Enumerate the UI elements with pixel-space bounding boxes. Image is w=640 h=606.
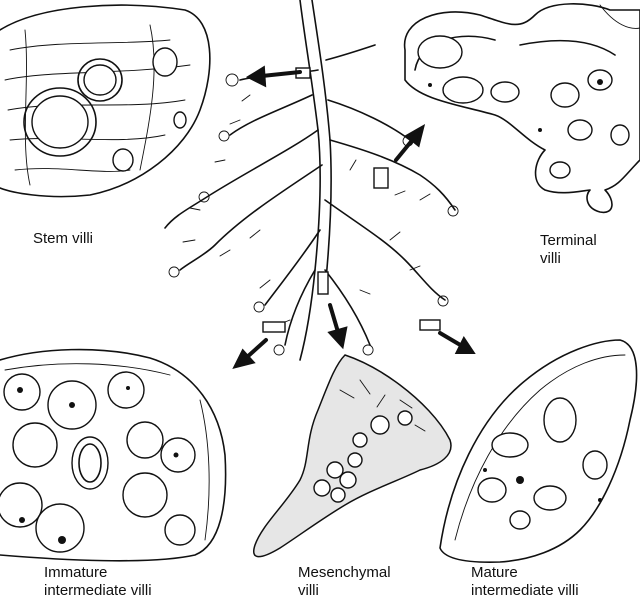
label-mature-intermediate-villi: Mature intermediate villi [471,564,579,600]
mature-villi-section [439,339,638,563]
label-line: Terminal [540,232,597,249]
label-stem-villi: Stem villi [33,230,93,248]
label-line: intermediate villi [471,582,579,599]
label-line: Mesenchymal [298,564,391,581]
label-terminal-villi: Terminal villi [540,232,597,268]
villous-tree [164,0,459,361]
label-line: Mature [471,564,518,581]
label-line: villi [298,582,319,599]
terminal-villi-section [403,3,640,214]
immature-villi-section [0,348,227,562]
label-line: Immature [44,564,108,581]
label-line: intermediate villi [44,582,152,599]
pointer-arrows [232,65,476,369]
mesenchymal-villi-section [253,354,452,558]
label-line: Stem villi [33,230,94,247]
label-mesenchymal-villi: Mesenchymal villi [298,564,391,600]
label-immature-intermediate-villi: Immature intermediate villi [44,564,152,600]
label-line: villi [540,250,561,267]
stem-villus-section [0,4,211,198]
